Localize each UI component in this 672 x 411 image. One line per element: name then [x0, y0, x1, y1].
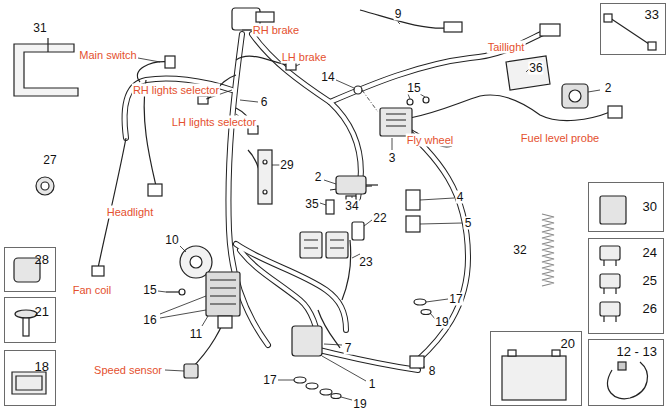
- part-name: Fly wheel: [406, 134, 454, 147]
- callout-number: 28: [35, 252, 49, 267]
- part-box: 21: [4, 297, 56, 343]
- callout-number: 19: [352, 398, 367, 411]
- part-name: Fuel level probe: [520, 132, 600, 145]
- callout-number: 29: [279, 159, 294, 172]
- callout-number: 31: [32, 22, 47, 35]
- part-name: RH brake: [252, 24, 300, 37]
- callout-number: 34: [344, 200, 359, 213]
- callout-number: 7: [344, 342, 353, 355]
- part-name: LH lights selector: [171, 116, 257, 129]
- part-box: 12 - 13: [588, 339, 664, 406]
- callout-number: 32: [512, 244, 527, 257]
- callout-number: 8: [428, 365, 437, 378]
- harness-cable: [125, 32, 545, 370]
- callout-number: 27: [42, 154, 57, 167]
- callout-number: 10: [164, 234, 179, 247]
- callout-number: 22: [372, 212, 387, 225]
- callout-number: 17: [448, 293, 463, 306]
- callout-number: 36: [528, 62, 543, 75]
- callout-number: 3: [388, 152, 397, 165]
- callout-number: 24: [643, 245, 657, 260]
- callout-number: 35: [304, 198, 319, 211]
- callout-number: 4: [456, 191, 465, 204]
- callout-number: 12 - 13: [617, 344, 657, 359]
- callout-number: 2: [314, 171, 323, 184]
- callout-number: 6: [260, 96, 269, 109]
- box-icons: [12, 14, 656, 400]
- part-name: Fan coil: [72, 284, 113, 297]
- callout-number: 20: [561, 336, 575, 351]
- callout-number: 9: [394, 8, 403, 21]
- callout-number: 26: [643, 301, 657, 316]
- callout-number: 19: [434, 316, 449, 329]
- part-name: Main switch: [78, 49, 137, 62]
- part-box: 30: [588, 182, 664, 232]
- part-name: Speed sensor: [93, 364, 163, 377]
- part-box: 28: [4, 247, 56, 292]
- part-box: 33: [600, 3, 666, 55]
- part-box: 18: [4, 350, 56, 406]
- callout-number: 21: [35, 304, 49, 319]
- callout-number: 25: [643, 273, 657, 288]
- callout-number: 33: [645, 7, 659, 22]
- callout-number: 23: [358, 256, 373, 269]
- part-box: 20: [490, 331, 582, 406]
- part-name: Taillight: [487, 41, 526, 54]
- thin-wires: [98, 10, 610, 370]
- callout-number: 14: [320, 71, 335, 84]
- part-name: RH lights selector: [132, 84, 220, 97]
- callout-number: 15: [142, 284, 157, 297]
- callout-number: 1: [368, 378, 377, 391]
- leader-lines: [138, 22, 600, 400]
- callout-number: 11: [189, 328, 203, 341]
- part-name: Headlight: [106, 206, 154, 219]
- part-box: 24 25 26: [588, 238, 664, 334]
- part-name: LH brake: [281, 51, 328, 64]
- components: [14, 8, 622, 399]
- callout-number: 5: [464, 217, 473, 230]
- callout-number: 30: [643, 199, 657, 214]
- callout-number: 2: [604, 82, 613, 95]
- callout-number: 18: [35, 359, 49, 374]
- callout-number: 16: [142, 314, 157, 327]
- callout-number: 15: [406, 82, 421, 95]
- callout-number: 17: [262, 374, 277, 387]
